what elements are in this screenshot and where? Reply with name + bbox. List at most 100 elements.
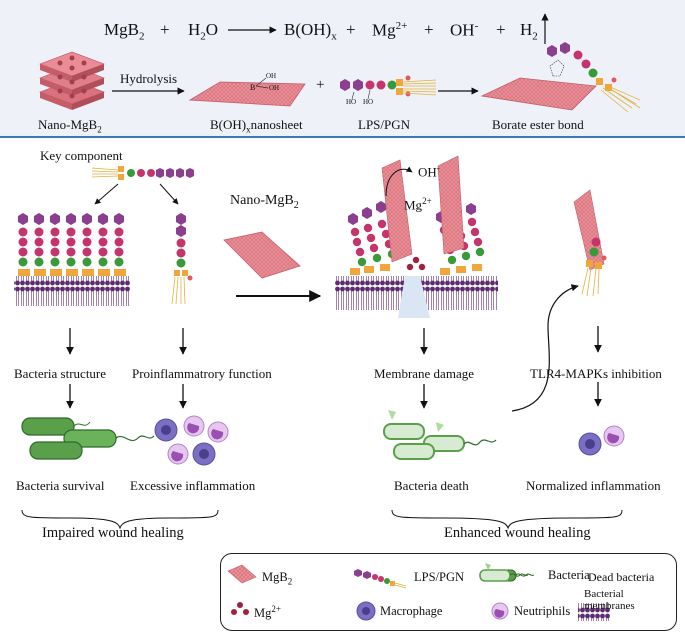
mg2-label: Mg2+	[404, 196, 432, 213]
legend-neutrophils-label: Neutriphils	[514, 604, 571, 618]
key-arrow-left	[94, 183, 119, 205]
ho-label-2: HO	[363, 98, 374, 106]
boh-nanosheet-sub: x	[246, 124, 251, 135]
normalized-inflammation-label: Normalized inflammation	[526, 478, 661, 493]
borate-label: Borate ester bond	[492, 117, 584, 132]
key-component-label: Key component	[40, 148, 123, 163]
eq-h2: H2	[520, 20, 538, 42]
normalized-cells-icon	[578, 425, 625, 456]
legend-mg2-icon	[231, 602, 249, 615]
top-plus: +	[316, 77, 325, 93]
bound-lps-icon	[581, 237, 607, 297]
eq-mg: Mg2+	[372, 20, 407, 41]
hydrolysis-label: Hydrolysis	[120, 71, 178, 86]
membrane-left-icon	[14, 276, 130, 306]
legend-mgb2-sub: 2	[287, 576, 293, 587]
key-component-chain-icon	[91, 166, 194, 180]
mechanism-graphics	[14, 155, 625, 530]
borate-chain-icon	[547, 42, 641, 113]
excessive-inflammation-label: Excessive inflammation	[130, 478, 256, 493]
enhanced-brace	[391, 509, 623, 530]
eq-plus-4: +	[496, 20, 506, 39]
legend-dead-bacteria-label: Dead bacteria	[588, 570, 655, 584]
hydrolysis-equation: MgB2 + H2O B(OH)x + Mg2+ + OH- + H2	[0, 14, 685, 46]
damaged-membrane-icon	[335, 276, 498, 318]
lps-layer-icon	[18, 213, 126, 276]
eq-boh-sub: x	[331, 30, 337, 43]
eq-plus-1: +	[160, 20, 170, 39]
boh-nanosheet-text-a: B(OH)	[210, 117, 247, 132]
eq-h2o-o: O	[205, 20, 219, 39]
eq-h2-text: H	[520, 20, 533, 39]
eq-h2o-sub: 2	[200, 30, 206, 43]
bacteria-survival-label: Bacteria survival	[16, 478, 105, 493]
proinflammatory-label: Proinflammatrory function	[132, 366, 272, 381]
legend-mg2-sup: 2+	[271, 604, 281, 614]
legend-macrophage-label: Macrophage	[380, 604, 443, 618]
legend-mgb2-text: MgB	[262, 570, 288, 584]
lps-pgn-label: LPS/PGN	[358, 117, 411, 132]
legend-macrophage-icon	[356, 601, 376, 621]
legend-membranes-label: Bacterial membranes	[584, 588, 635, 613]
key-arrow-right	[159, 183, 179, 205]
impaired-brace	[21, 509, 219, 530]
bacteria-structure-label: Bacteria structure	[14, 366, 107, 381]
tlr4-label: TLR4-MAPKs inhibition	[530, 366, 662, 381]
enhanced-healing-label: Enhanced wound healing	[444, 525, 591, 541]
impaired-healing-label: Impaired wound healing	[42, 525, 184, 541]
eq-h2o: H2O	[188, 20, 218, 42]
legend-mg2-label: Mg2+	[254, 604, 281, 621]
membrane-damage-label: Membrane damage	[374, 366, 474, 381]
legend-mgb2-label: MgB2	[262, 570, 292, 587]
boh-group-icon	[255, 77, 269, 89]
boh-nanosheet-text-b: nanosheet	[250, 117, 303, 132]
nano-mgb2-label: Nano-MgB2	[38, 117, 102, 135]
eq-boh-text: B(OH)	[284, 20, 332, 39]
legend-neutrophil-icon	[491, 602, 509, 620]
eq-mgb2-sub: 2	[138, 30, 145, 43]
eq-mgb2-text: MgB	[104, 20, 139, 39]
legend-dead-bacteria-graphic	[479, 563, 529, 582]
nano-mgb2-sub: 2	[97, 124, 102, 135]
oh-minus-text: OH	[418, 164, 437, 180]
eq-mgb2: MgB2	[104, 20, 144, 42]
eq-h2o-h: H	[188, 20, 201, 39]
legend-mgb2-icon	[227, 564, 257, 584]
oh-release-arrow	[385, 166, 413, 197]
bacteria-dead-icon	[383, 410, 497, 460]
inhibition-curve-arrow	[511, 284, 579, 412]
eq-oh: OH-	[450, 20, 478, 41]
eq-boh: B(OH)x	[284, 20, 337, 42]
nano-mgb2-sheet-icon	[223, 231, 301, 279]
nano-mgb2-mid-text: Nano-MgB	[230, 193, 294, 208]
reaction-panel	[0, 0, 685, 138]
eq-oh-text: OH	[450, 20, 475, 40]
inserted-sheet-1-icon	[381, 159, 413, 263]
ho-label-1: HO	[346, 98, 357, 106]
boh-nanosheet-icon	[188, 81, 306, 107]
eq-h2-sub: 2	[532, 30, 538, 43]
nano-mgb2-stack-icon	[39, 51, 105, 110]
oh-minus-label: OH-	[418, 163, 440, 180]
bacteria-death-label: Bacteria death	[394, 478, 469, 493]
mg-ion-cluster-icon	[406, 256, 426, 271]
legend-mg2-text: Mg	[254, 606, 272, 621]
lps-single-icon	[171, 213, 193, 305]
nano-mgb2-text: Nano-MgB	[38, 117, 98, 132]
eq-plus-2: +	[346, 20, 356, 39]
legend-membrane-icon	[578, 603, 610, 621]
legend-lps-icon	[354, 569, 407, 589]
oh-minus-sup: -	[436, 163, 440, 173]
legend-lps-label: LPS/PGN	[414, 570, 465, 584]
eq-mg-text: Mg	[372, 20, 396, 40]
eq-mg-sup: 2+	[395, 20, 408, 32]
eq-plus-3: +	[424, 20, 434, 39]
mg2-sup: 2+	[422, 196, 432, 206]
oh-label-2: OH	[269, 84, 280, 92]
inserted-sheet-2-icon	[437, 155, 465, 255]
mg2-text: Mg	[404, 197, 423, 213]
lps-pgn-chain-icon	[340, 75, 437, 100]
legend-bacteria-label: Bacteria	[548, 568, 590, 582]
bacteria-live-icon	[21, 417, 155, 460]
nano-mgb2-mid-label: Nano-MgB2	[230, 193, 299, 211]
